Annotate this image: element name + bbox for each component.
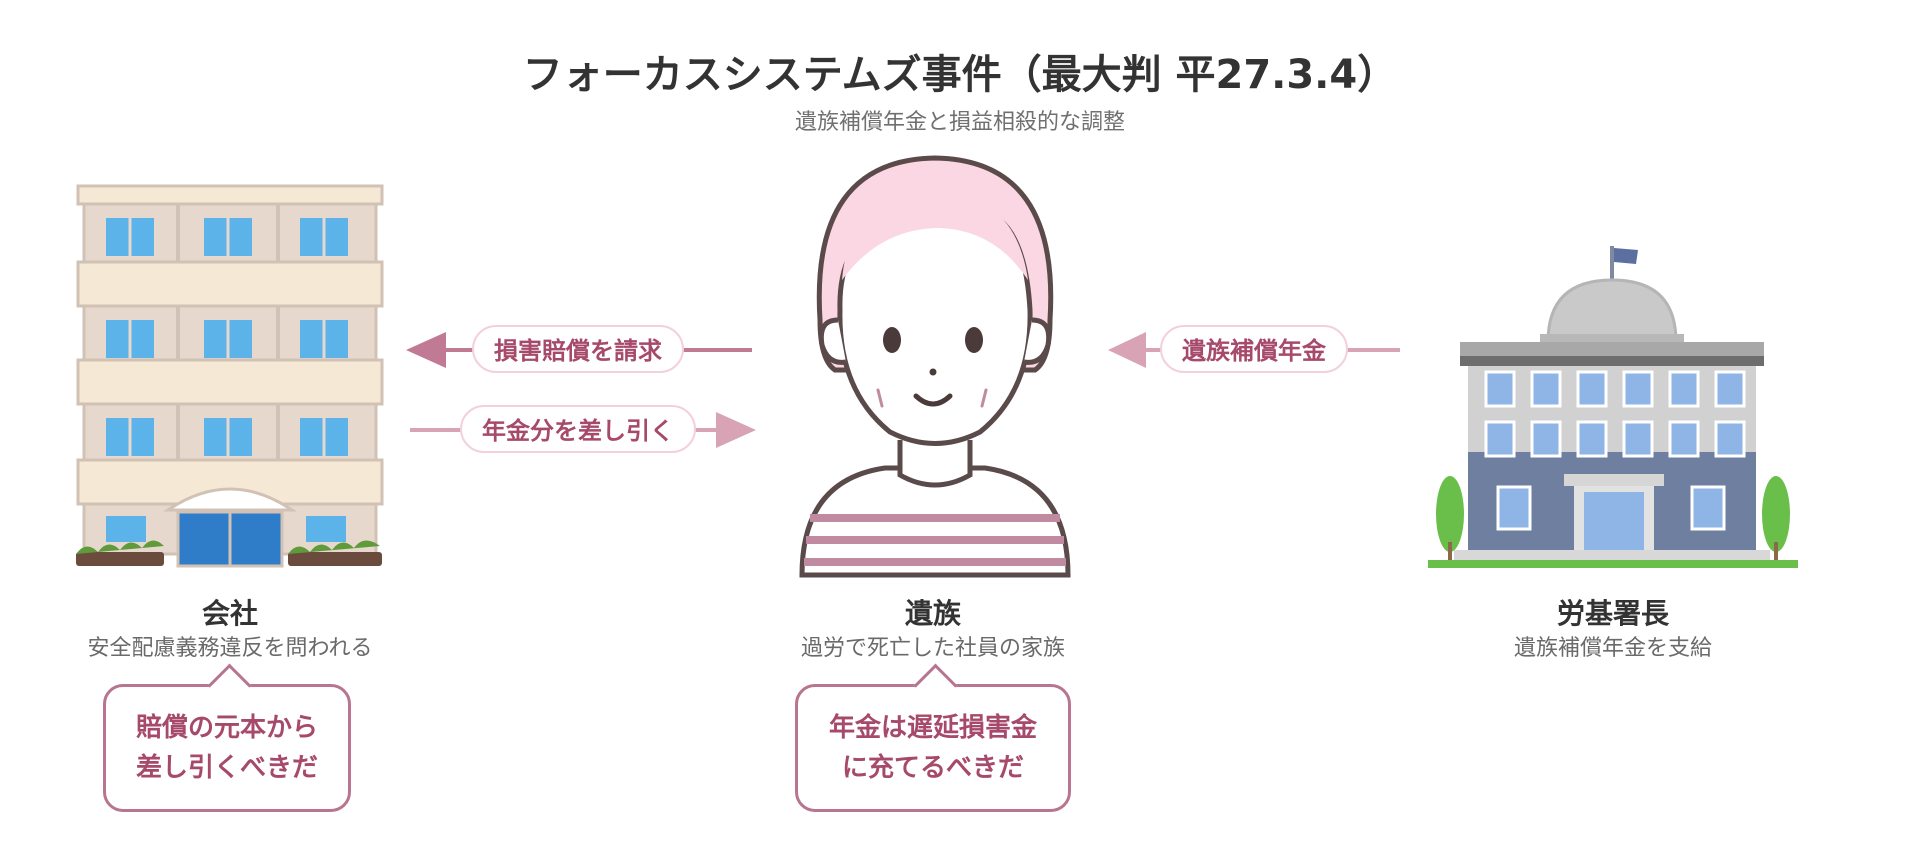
government-building-icon: [1428, 246, 1798, 568]
woman-portrait-icon: [799, 155, 1071, 578]
claim-label: 損害賠償を請求: [472, 325, 684, 373]
family-bubble-line-1: 年金は遅延損害金: [828, 713, 1037, 743]
deduct-label: 年金分を差し引く: [460, 405, 696, 453]
company-bubble-line-2: 差し引くべきだ: [135, 753, 318, 783]
page-subtitle: 遺族補償年金と損益相殺的な調整: [794, 110, 1125, 135]
apartment-building-icon: [76, 184, 384, 568]
bureau-desc: 遺族補償年金を支給: [1513, 636, 1712, 661]
company-name: 会社: [201, 597, 258, 630]
company-bubble-line-1: 賠償の元本から: [135, 713, 318, 743]
family-name: 遺族: [904, 597, 961, 630]
company-speech-bubble: 賠償の元本から 差し引くべきだ: [103, 663, 351, 812]
family-speech-bubble: 年金は遅延損害金 に充てるべきだ: [795, 663, 1071, 812]
family-desc: 過労で死亡した社員の家族: [800, 636, 1065, 661]
pension-label: 遺族補償年金: [1160, 325, 1348, 373]
company-desc: 安全配慮義務違反を問われる: [87, 636, 373, 661]
family-bubble-line-2: に充てるべきだ: [841, 753, 1024, 783]
page-title: フォーカスシステムズ事件（最大判 平27.3.4）: [522, 52, 1398, 98]
bureau-name: 労基署長: [1556, 597, 1669, 630]
